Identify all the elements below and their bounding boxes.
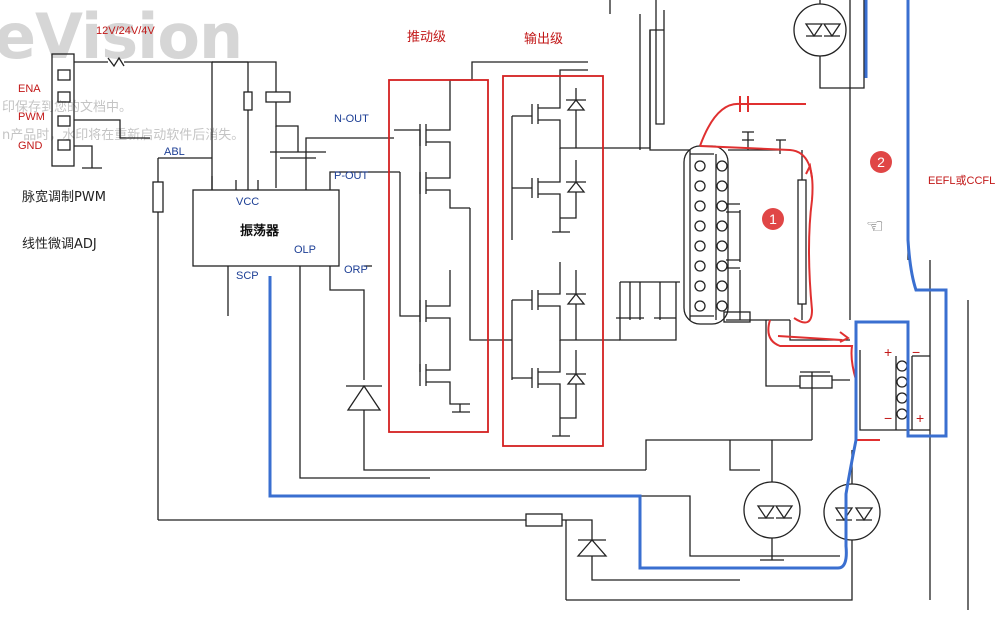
lamp-tube <box>797 179 807 305</box>
vcc-label: VCC <box>236 196 260 208</box>
abl-resistor <box>152 181 164 213</box>
lamp-label: EEFL或CCFL <box>928 175 996 187</box>
polarity-plus-top: + <box>884 344 893 360</box>
orp-label: ORP <box>344 264 368 276</box>
polarity-plus-bottom: + <box>916 410 925 426</box>
output-stage-title: 输出级 <box>524 32 564 47</box>
feedback-resistor <box>525 513 563 527</box>
oscillator-label: 振荡器 <box>240 224 280 239</box>
polarity-minus-top: − <box>912 344 921 360</box>
watermark-line-1: 印保存到您的文档中。 <box>2 100 133 115</box>
output-stage-box <box>502 75 604 447</box>
current-path-2 <box>268 0 948 570</box>
watermark-line-2: n产品时，水印将在重新启动软件后消失。 <box>2 128 245 143</box>
hand-cursor-icon: ☜ <box>866 214 884 238</box>
marker-2-badge: 2 <box>870 151 892 173</box>
output-resistor <box>799 375 833 389</box>
pwm-mode-label: 脉宽调制PWM <box>22 190 106 205</box>
sense-resistor <box>723 311 751 323</box>
marker-1-badge: 1 <box>762 208 784 230</box>
polarity-minus-bottom: − <box>884 410 893 426</box>
watermark-brand: eVision <box>0 0 243 73</box>
input-voltage-label: 12V/24V/4V <box>96 25 155 37</box>
input-connector <box>51 53 75 167</box>
p-out-label: P-OUT <box>334 170 369 182</box>
supply-capacitor <box>265 91 291 103</box>
gnd-label: GND <box>18 140 43 152</box>
n-out-label: N-OUT <box>334 113 369 125</box>
abl-label: ABL <box>164 146 185 158</box>
ena-label: ENA <box>18 83 41 95</box>
scp-label: SCP <box>236 270 259 282</box>
driver-transistors <box>394 61 588 413</box>
bridge-lower-right <box>823 483 881 541</box>
output-transistors <box>511 29 664 437</box>
oscillator-chip <box>192 189 340 267</box>
driver-stage-title: 推动级 <box>407 30 447 45</box>
bridge-top <box>793 3 847 57</box>
pwm-label: PWM <box>18 111 45 123</box>
adj-mode-label: 线性微调ADJ <box>22 237 97 252</box>
olp-label: OLP <box>294 244 317 256</box>
driver-stage-box <box>388 79 489 433</box>
